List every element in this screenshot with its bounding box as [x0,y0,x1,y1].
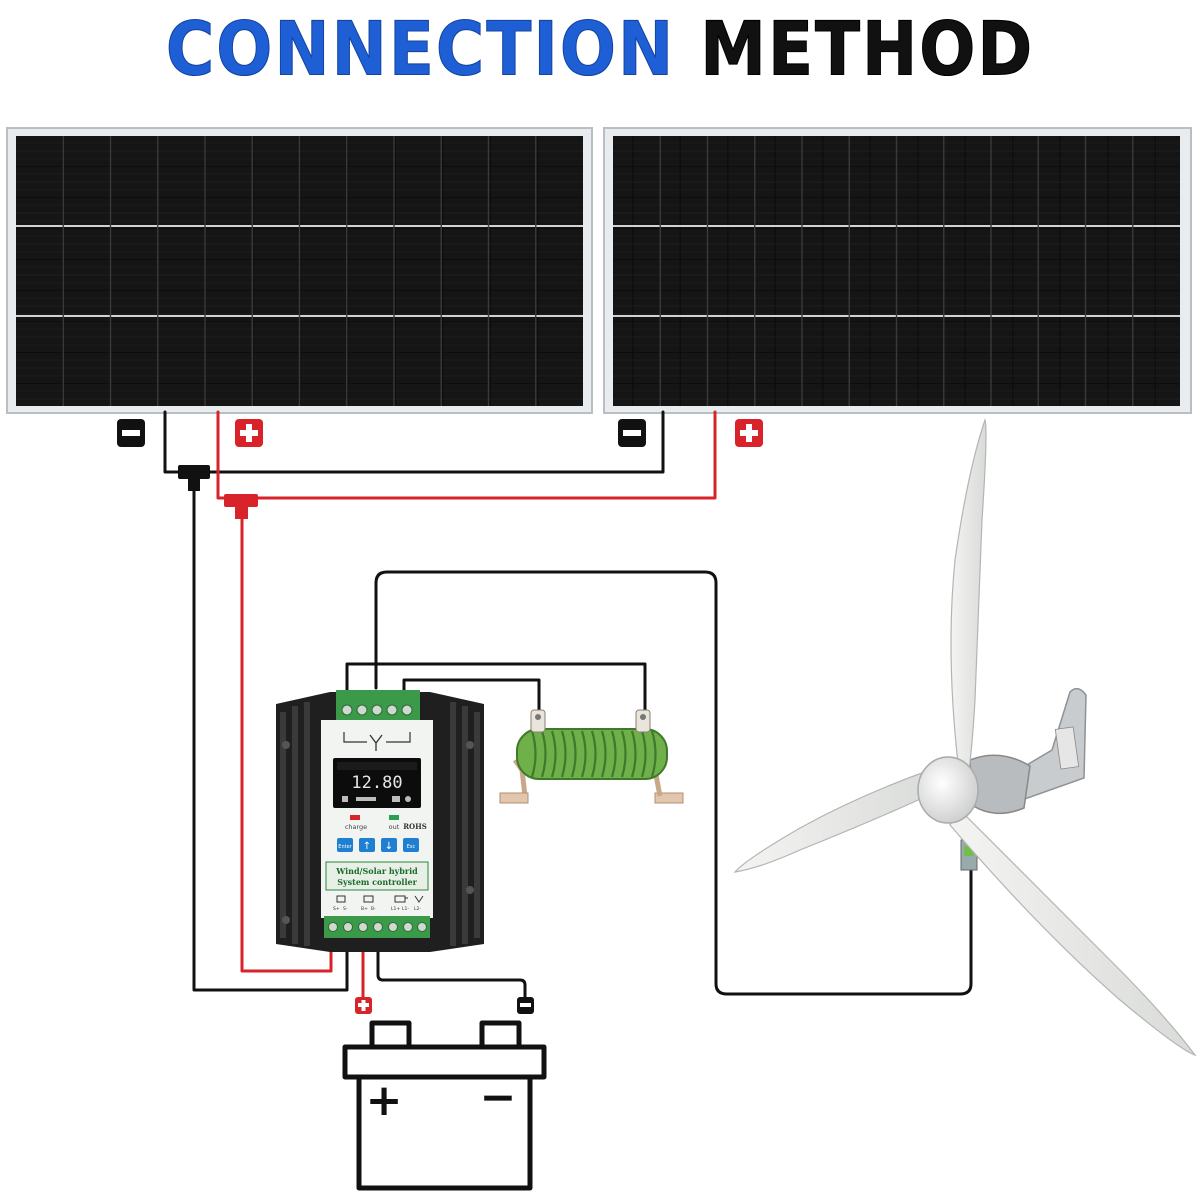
wire-panel-right-positive [250,410,717,500]
charge-controller-icon: 12.80 charge out ROHS Enter ↑ ↓ Esc Wind… [276,690,484,952]
wire-panel-left-negative [163,410,186,474]
out-led-label: out [389,823,400,831]
controller-buttons: Enter ↑ ↓ Esc [337,838,419,852]
title-part-method: METHOD [700,5,1035,93]
terminal-label-l2-minus: L2- [414,906,421,912]
wire-negative-to-controller [192,486,349,992]
charge-led-label: charge [345,823,367,831]
enter-button[interactable] [337,838,353,852]
down-button[interactable] [381,838,397,852]
terminal-label-s-plus: S+ [333,906,340,912]
terminal-label-s-minus: S- [343,906,348,912]
page-title: CONNECTION METHOD [0,5,1200,93]
terminal-label-b-minus: B- [371,906,376,912]
wire-controller-to-resistor-a [345,662,647,714]
battery-minus-symbol: − [480,1072,517,1123]
wind-turbine-icon [733,418,1197,1057]
esc-button[interactable] [403,838,419,852]
rohs-mark: ROHS [403,822,427,831]
down-button-label: ↓ [385,841,393,852]
positive-branch-connector [224,494,258,519]
wire-battery-negative [376,933,527,999]
up-button[interactable] [359,838,375,852]
controller-label-line1: Wind/Solar hybrid [335,866,418,876]
esc-button-label: Esc [407,844,416,850]
out-led [389,815,399,820]
controller-label-line2: System controller [337,877,417,887]
plus-badge-panel-right [735,419,763,447]
wire-controller-to-resistor-b [402,678,541,714]
plus-badge-battery [355,997,372,1014]
negative-branch-connector [178,465,210,491]
battery-plus-symbol: + [366,1075,403,1126]
title-part-connection: CONNECTION [165,5,676,93]
plus-badge-panel-left [235,419,263,447]
minus-badge-panel-left [117,419,145,447]
up-button-label: ↑ [363,841,371,852]
minus-badge-battery [517,997,534,1014]
enter-button-label: Enter [338,844,352,850]
terminal-label-b-plus: B+ [361,906,368,912]
solar-panel-left [6,127,593,414]
wire-positive-to-controller [240,513,333,973]
wire-panel-left-positive [216,410,232,500]
minus-badge-panel-right [618,419,646,447]
dump-load-resistor-icon [499,709,684,804]
solar-panel-right [603,127,1192,414]
lcd-readout: 12.80 [351,773,402,793]
wire-controller-to-turbine-a [374,570,973,996]
charge-led [350,815,360,820]
terminal-label-l1-plus: L1+ [391,906,400,912]
battery-icon [342,1020,547,1191]
terminal-label-l1-minus: L1- [402,906,409,912]
wire-panel-right-negative [204,410,665,474]
